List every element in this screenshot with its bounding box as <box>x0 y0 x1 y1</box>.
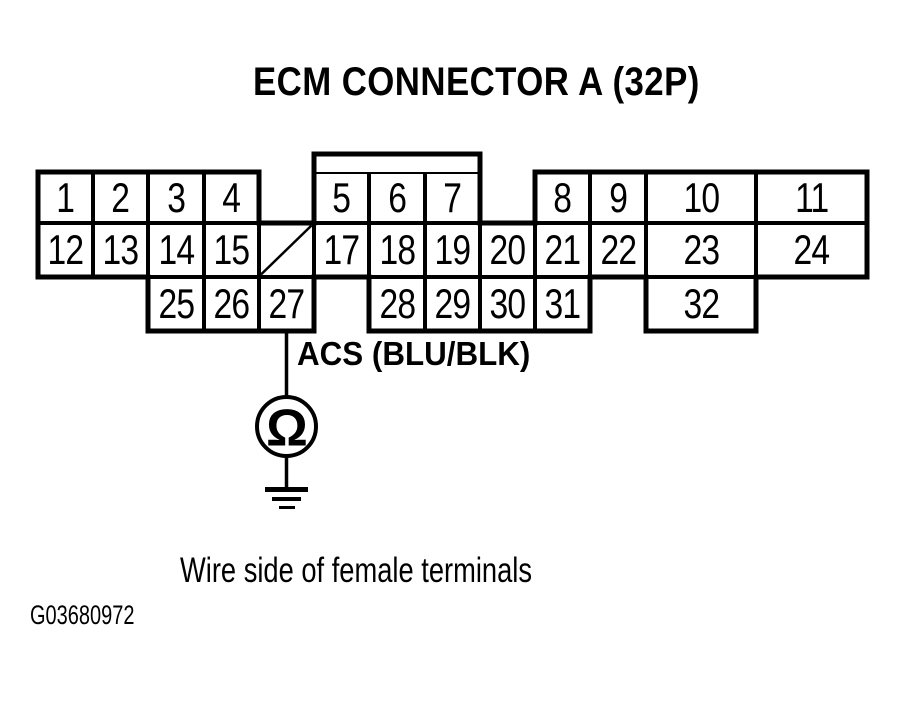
pin-number-1: 1 <box>56 173 76 221</box>
pin-number-31: 31 <box>544 280 582 327</box>
pin-number-14: 14 <box>158 226 195 273</box>
pin-number-27: 27 <box>268 280 306 327</box>
pin-number-21: 21 <box>544 226 582 273</box>
pin-cell-19: 19 <box>425 223 480 277</box>
pin-cell-18: 18 <box>369 223 425 277</box>
pin-number-15: 15 <box>213 226 251 273</box>
pin-cell-2: 2 <box>93 172 148 223</box>
pin-cell-32: 32 <box>646 277 756 331</box>
pin-cell-23: 23 <box>646 223 756 277</box>
pin-cell-13: 13 <box>93 223 148 277</box>
pin-number-7: 7 <box>443 173 463 221</box>
pin-number-2: 2 <box>111 173 131 221</box>
diagram-title: ECM CONNECTOR A (32P) <box>253 60 700 104</box>
pin-cell-28: 28 <box>369 277 425 331</box>
pin-number-11: 11 <box>794 173 829 221</box>
wire-color-label: ACS (BLU/BLK) <box>297 335 531 372</box>
pin-number-18: 18 <box>379 226 416 273</box>
pin-cell-6: 6 <box>369 172 425 223</box>
pin-cell-4: 4 <box>204 172 259 223</box>
pin-cell-5: 5 <box>314 172 369 223</box>
pin-cell-29: 29 <box>425 277 480 331</box>
pin-number-10: 10 <box>683 173 720 221</box>
pin-number-12: 12 <box>47 226 85 273</box>
pin-cell-9: 9 <box>590 172 646 223</box>
pin-cell-14: 14 <box>148 223 204 277</box>
pin-number-17: 17 <box>323 226 361 273</box>
pin-cell-11: 11 <box>756 172 867 223</box>
pin-number-13: 13 <box>102 226 140 273</box>
pin-cell-3: 3 <box>148 172 204 223</box>
pin-number-19: 19 <box>434 226 472 273</box>
pin-cell-31: 31 <box>535 277 590 331</box>
pin-number-22: 22 <box>600 226 637 273</box>
pin-cell-10: 10 <box>646 172 756 223</box>
pin-cell-1: 1 <box>38 172 93 223</box>
pin-number-4: 4 <box>222 173 242 221</box>
pin-cell-21: 21 <box>535 223 590 277</box>
pin-cell-22: 22 <box>590 223 646 277</box>
pin-number-24: 24 <box>793 226 831 273</box>
pin-number-25: 25 <box>158 280 195 327</box>
pin-number-5: 5 <box>332 173 352 221</box>
pin-number-26: 26 <box>213 280 251 327</box>
pin-number-29: 29 <box>434 280 472 327</box>
pin-number-6: 6 <box>388 173 407 221</box>
pin-number-9: 9 <box>609 173 628 221</box>
pin-cell-8: 8 <box>535 172 590 223</box>
pin-cell-24: 24 <box>756 223 867 277</box>
pin-cell-27: 27 <box>259 277 314 331</box>
pin-cell-17: 17 <box>314 223 369 277</box>
pin-number-30: 30 <box>489 280 527 327</box>
pin-number-23: 23 <box>683 226 720 273</box>
pin-number-28: 28 <box>379 280 416 327</box>
pin-cell-25: 25 <box>148 277 204 331</box>
pin-number-20: 20 <box>489 226 527 273</box>
pin-number-32: 32 <box>683 280 720 327</box>
figure-id: G03680972 <box>30 600 135 630</box>
pin-cell-26: 26 <box>204 277 259 331</box>
pin-cell-20: 20 <box>480 223 535 277</box>
pin-number-3: 3 <box>167 173 186 221</box>
pin-cell-30: 30 <box>480 277 535 331</box>
pin-cell-15: 15 <box>204 223 259 277</box>
terminal-view-caption: Wire side of female terminals <box>180 551 532 590</box>
pin-cell-16-absent <box>259 223 314 277</box>
pin-cell-7: 7 <box>425 172 480 223</box>
pin-number-8: 8 <box>553 173 573 221</box>
pin-cell-12: 12 <box>38 223 93 277</box>
